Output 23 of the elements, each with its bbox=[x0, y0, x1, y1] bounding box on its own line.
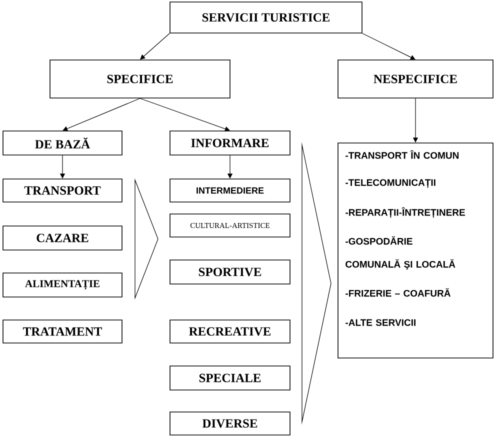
category-box: ALIMENTAȚIE bbox=[2, 272, 122, 298]
category-box: INTERMEDIERE bbox=[170, 178, 290, 202]
category-box: TRATAMENT bbox=[2, 320, 122, 344]
category-box: TRANSPORT bbox=[2, 178, 122, 202]
category-box: SPORTIVE bbox=[170, 260, 290, 284]
category-box: INFORMARE bbox=[170, 130, 290, 156]
category-box: SERVICII TURISTICE bbox=[170, 2, 362, 34]
list-item: -FRIZERIE – COAFURĂ bbox=[346, 288, 450, 297]
list-item: -GOSPODĂRIE COMUNALĂ ŞI LOCALĂ bbox=[346, 236, 456, 270]
arrow bbox=[62, 98, 140, 132]
list-item: -ALTE SERVICII bbox=[346, 319, 416, 326]
category-box: RECREATIVE bbox=[170, 320, 290, 344]
category-box: NESPECIFICE bbox=[338, 60, 494, 98]
arrow bbox=[362, 33, 416, 60]
list-item: -TELECOMUNICAȚII bbox=[346, 179, 436, 188]
category-box: SPECIALE bbox=[170, 366, 290, 390]
category-box: DIVERSE bbox=[170, 412, 290, 436]
list-item: -TRANSPORT ÎN COMUN bbox=[346, 150, 459, 159]
arrow bbox=[140, 98, 230, 132]
category-box: CAZARE bbox=[2, 226, 122, 250]
list-item: -REPARAȚII-ÎNTREȚINERE bbox=[346, 207, 465, 218]
category-box: DE BAZĂ bbox=[2, 130, 122, 156]
category-box: SPECIFICE bbox=[50, 60, 230, 98]
